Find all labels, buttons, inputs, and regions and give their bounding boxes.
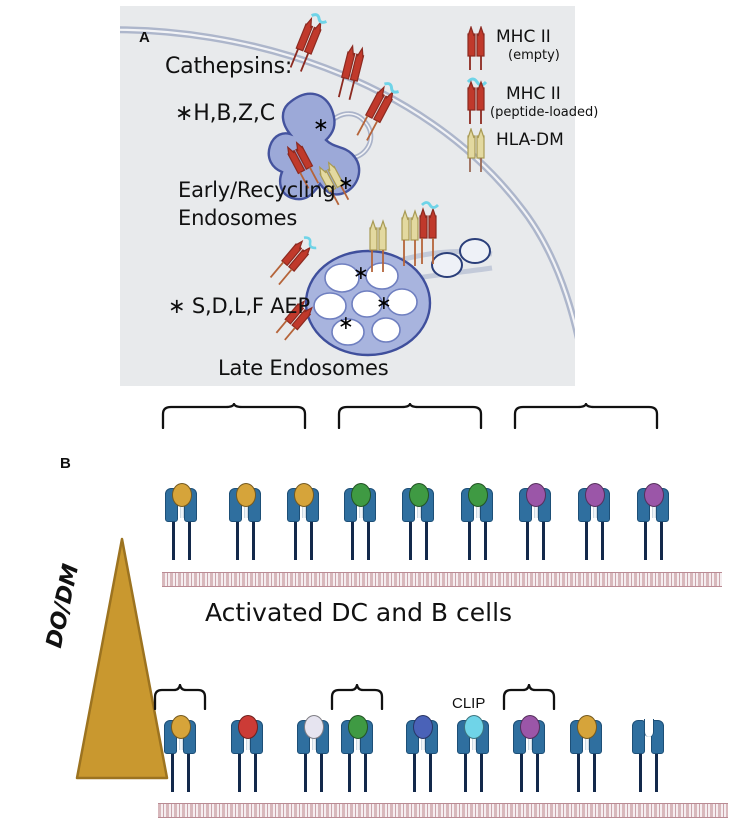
hla-dm-tubule (401, 209, 419, 266)
transport-vesicles (431, 238, 491, 278)
brace-bottom-group-2 (329, 684, 387, 710)
receptor-stalks (457, 746, 491, 792)
mhc-surface-3 (356, 82, 400, 141)
peptide-bottom-3 (304, 715, 324, 739)
legend-mhc-loaded-title: MHC II (506, 84, 561, 104)
peptide-top-7 (526, 483, 546, 507)
mhc-loaded-icon (466, 77, 488, 124)
receptor-stalks (461, 514, 495, 560)
hla-dm-early-endosome (319, 161, 350, 206)
receptor-stalks (297, 746, 331, 792)
clip-label: CLIP (452, 695, 486, 712)
receptor-stalks (287, 514, 321, 560)
receptor-stalks (406, 746, 440, 792)
legend-mhc-empty-title: MHC II (496, 27, 551, 47)
legend-mhc-empty-subtitle: (empty) (508, 48, 560, 63)
peptide-bottom-6-clip (464, 715, 484, 739)
receptor-stalks (578, 514, 612, 560)
mhc-surface-2 (337, 44, 365, 100)
peptide-top-3 (294, 483, 314, 507)
receptor-stalks (165, 514, 199, 560)
label-late-endosomes: Late Endosomes (218, 356, 389, 380)
row-top-caption: Activated DC and B cells (205, 598, 513, 627)
legend-mhc-loaded-subtitle: (peptide-loaded) (490, 105, 599, 120)
asterisk-late-1: ∗ (353, 262, 369, 284)
dodm-gradient-triangle (75, 537, 169, 780)
label-endosomes: Endosomes (178, 206, 298, 230)
brace-top-group-3 (512, 403, 662, 429)
brace-top-group-1 (160, 403, 310, 429)
peptide-top-6 (468, 483, 488, 507)
receptor-stalks (344, 514, 378, 560)
panel-a-molecules (269, 13, 439, 341)
mhc-surface-1 (289, 13, 328, 72)
mhc-early-endosome (287, 141, 320, 189)
star-bullet-early: ∗ (175, 101, 194, 126)
label-cathepsins-late-text: S,D,L,F AEP (191, 294, 310, 318)
membrane-top-row (162, 572, 722, 587)
receptor-stalks (402, 514, 436, 560)
receptor-stalks (637, 514, 671, 560)
label-early-recycling: Early/Recycling (178, 178, 336, 202)
peptide-top-5 (409, 483, 429, 507)
peptide-bottom-5 (413, 715, 433, 739)
peptide-top-9 (644, 483, 664, 507)
receptor-stalks (632, 746, 666, 792)
label-cathepsins: Cathepsins: (165, 54, 293, 79)
panel-a: ∗ ∗ ∗ ∗ ∗ Cathepsins: ∗H,B,Z,C Early/Rec… (120, 6, 575, 386)
brace-top-group-2 (336, 403, 486, 429)
asterisk-late-3: ∗ (338, 312, 354, 334)
peptide-bottom-7 (520, 715, 540, 739)
peptide-bottom-4 (348, 715, 368, 739)
brace-bottom-group-3 (501, 684, 559, 710)
receptor-stalks (231, 746, 265, 792)
panel-b: B DO/DM (0, 390, 742, 829)
receptor-stalks (229, 514, 263, 560)
peptide-top-4 (351, 483, 371, 507)
label-cathepsins-late: ∗ S,D,L,F AEP (168, 294, 310, 318)
membrane-bottom-row (158, 803, 728, 818)
mhc-late-endosome-1 (269, 236, 317, 286)
receptor-stalks (570, 746, 604, 792)
mhc-late-endosome-2 (275, 300, 313, 341)
brace-bottom-group-1 (152, 684, 210, 710)
asterisk-late-2: ∗ (376, 292, 392, 314)
receptor-stalks (519, 514, 553, 560)
label-cathepsins-early: ∗H,B,Z,C (175, 101, 275, 126)
legend-item-mhc-empty: MHC II (empty) (462, 24, 737, 70)
label-cathepsins-early-text: H,B,Z,C (193, 101, 275, 126)
legend-item-hla-dm: HLA-DM (462, 124, 737, 172)
receptor-stalks (513, 746, 547, 792)
peptide-bottom-8 (577, 715, 597, 739)
receptor-stalks (341, 746, 375, 792)
late-endosome-shape (304, 249, 432, 357)
receptor-body (513, 719, 547, 754)
panel-a-legend: MHC II (empty) MHC II (peptide-loaded) (462, 24, 737, 172)
hla-dm-icon (467, 128, 485, 172)
mhc-tubule-loaded (419, 201, 439, 264)
peptide-bottom-2 (238, 715, 258, 739)
mhc-empty-icon (467, 26, 485, 70)
hla-dm-late-endosome (369, 219, 387, 272)
legend-item-mhc-loaded: MHC II (peptide-loaded) (462, 70, 737, 124)
panel-a-letter: A (139, 29, 150, 46)
star-bullet-late: ∗ (168, 294, 186, 318)
asterisk-early-2: ∗ (338, 172, 354, 194)
peptide-top-1 (172, 483, 192, 507)
legend-hla-dm-title: HLA-DM (496, 130, 564, 150)
receptor-body (632, 719, 666, 754)
peptide-top-8 (585, 483, 605, 507)
asterisk-early-1: ∗ (313, 114, 329, 136)
panel-b-letter: B (60, 455, 71, 472)
receptor-stalks (164, 746, 198, 792)
peptide-top-2 (236, 483, 256, 507)
peptide-bottom-1 (171, 715, 191, 739)
